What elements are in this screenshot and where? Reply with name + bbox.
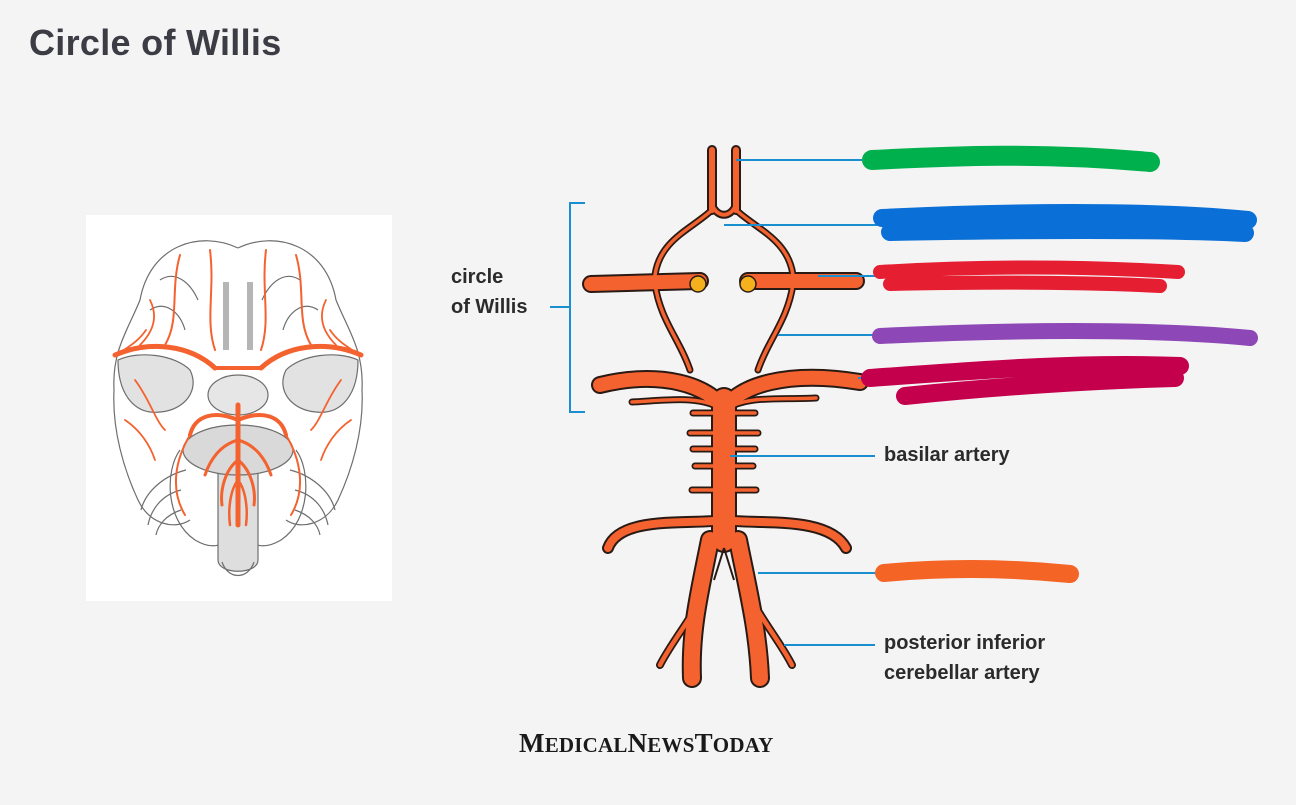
pica-label-line2: cerebellar artery bbox=[884, 662, 1040, 684]
redaction-orange bbox=[875, 559, 1079, 583]
circle-label-line1: circle bbox=[451, 266, 504, 288]
redaction-crimson bbox=[861, 355, 1189, 405]
artery-tree bbox=[582, 145, 869, 688]
circle-of-willis-bracket bbox=[550, 202, 585, 413]
circle-label-line2: of Willis bbox=[451, 296, 528, 318]
left-junction-dot bbox=[689, 275, 707, 293]
circle-of-willis-label: circle of Willis bbox=[451, 262, 527, 322]
pica-label-line1: posterior inferior bbox=[884, 632, 1046, 654]
redaction-purple bbox=[872, 323, 1258, 346]
redaction-red bbox=[873, 260, 1185, 293]
basilar-artery-label: basilar artery bbox=[884, 444, 1010, 466]
brain-arteries bbox=[112, 249, 364, 528]
redaction-marks bbox=[861, 145, 1258, 583]
redaction-green bbox=[862, 145, 1160, 172]
page-title: Circle of Willis bbox=[29, 22, 282, 63]
medical-news-today-logo: MEDICALNEWSTODAY bbox=[519, 728, 774, 758]
vertebral-split bbox=[713, 547, 735, 581]
pica-label: posterior inferior cerebellar artery bbox=[884, 628, 1045, 688]
right-junction-dot bbox=[739, 275, 757, 293]
leader-lines bbox=[724, 159, 880, 646]
redaction-blue bbox=[873, 204, 1257, 242]
